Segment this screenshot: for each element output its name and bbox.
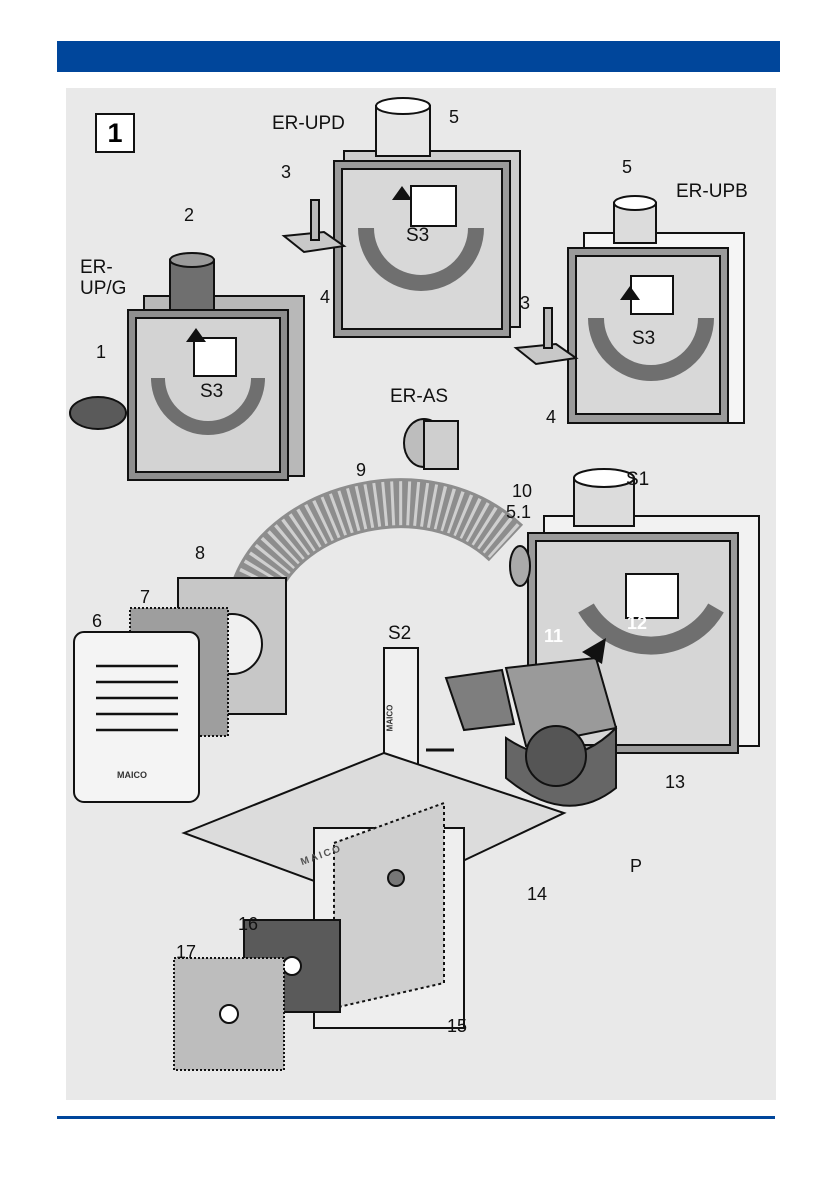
callout-6: 6	[92, 611, 102, 631]
callout-s1: S1	[626, 470, 649, 490]
callout-1: 1	[96, 342, 106, 362]
model-label-er-upd: ER-UPD	[272, 114, 345, 134]
model-label-er-as: ER-AS	[390, 387, 448, 407]
er-upd-housing	[334, 98, 520, 337]
model-label-er-up-g-1: ER-	[80, 258, 113, 278]
er-upb-housing	[568, 196, 744, 423]
callout-16: 16	[238, 914, 258, 934]
er-up-g-housing	[128, 253, 304, 480]
callout-4b: 4	[546, 407, 556, 427]
callout-5-1: 5.1	[506, 502, 531, 522]
callout-5a: 5	[449, 107, 459, 127]
brand-mark-grille: MAICO	[117, 765, 147, 785]
callout-s3b: S3	[200, 382, 223, 402]
callout-5b: 5	[622, 157, 632, 177]
brand-mark-s2: MAICO	[380, 705, 400, 732]
model-label-er-up-g-2: UP/G	[80, 279, 126, 299]
callout-s3a: S3	[406, 226, 429, 246]
callout-3a: 3	[281, 162, 291, 182]
callout-12: 12	[627, 613, 647, 633]
header-bar	[57, 41, 780, 72]
callout-14: 14	[527, 884, 547, 904]
callout-15: 15	[447, 1016, 467, 1036]
callout-s3c: S3	[632, 329, 655, 349]
callout-13: 13	[665, 772, 685, 792]
callout-7: 7	[140, 587, 150, 607]
model-label-er-upb: ER-UPB	[676, 182, 748, 202]
part-1-cap	[70, 397, 126, 429]
callout-p: P	[630, 856, 642, 876]
callout-4a: 4	[320, 287, 330, 307]
callout-2: 2	[184, 205, 194, 225]
footer-rule	[57, 1116, 775, 1119]
figure-number: 1	[95, 113, 135, 153]
callout-10: 10	[512, 481, 532, 501]
callout-11: 11	[544, 626, 563, 646]
callout-s2: S2	[388, 624, 411, 644]
callout-17: 17	[176, 942, 196, 962]
callout-8: 8	[195, 543, 205, 563]
callout-3b: 3	[520, 293, 530, 313]
callout-9: 9	[356, 460, 366, 480]
